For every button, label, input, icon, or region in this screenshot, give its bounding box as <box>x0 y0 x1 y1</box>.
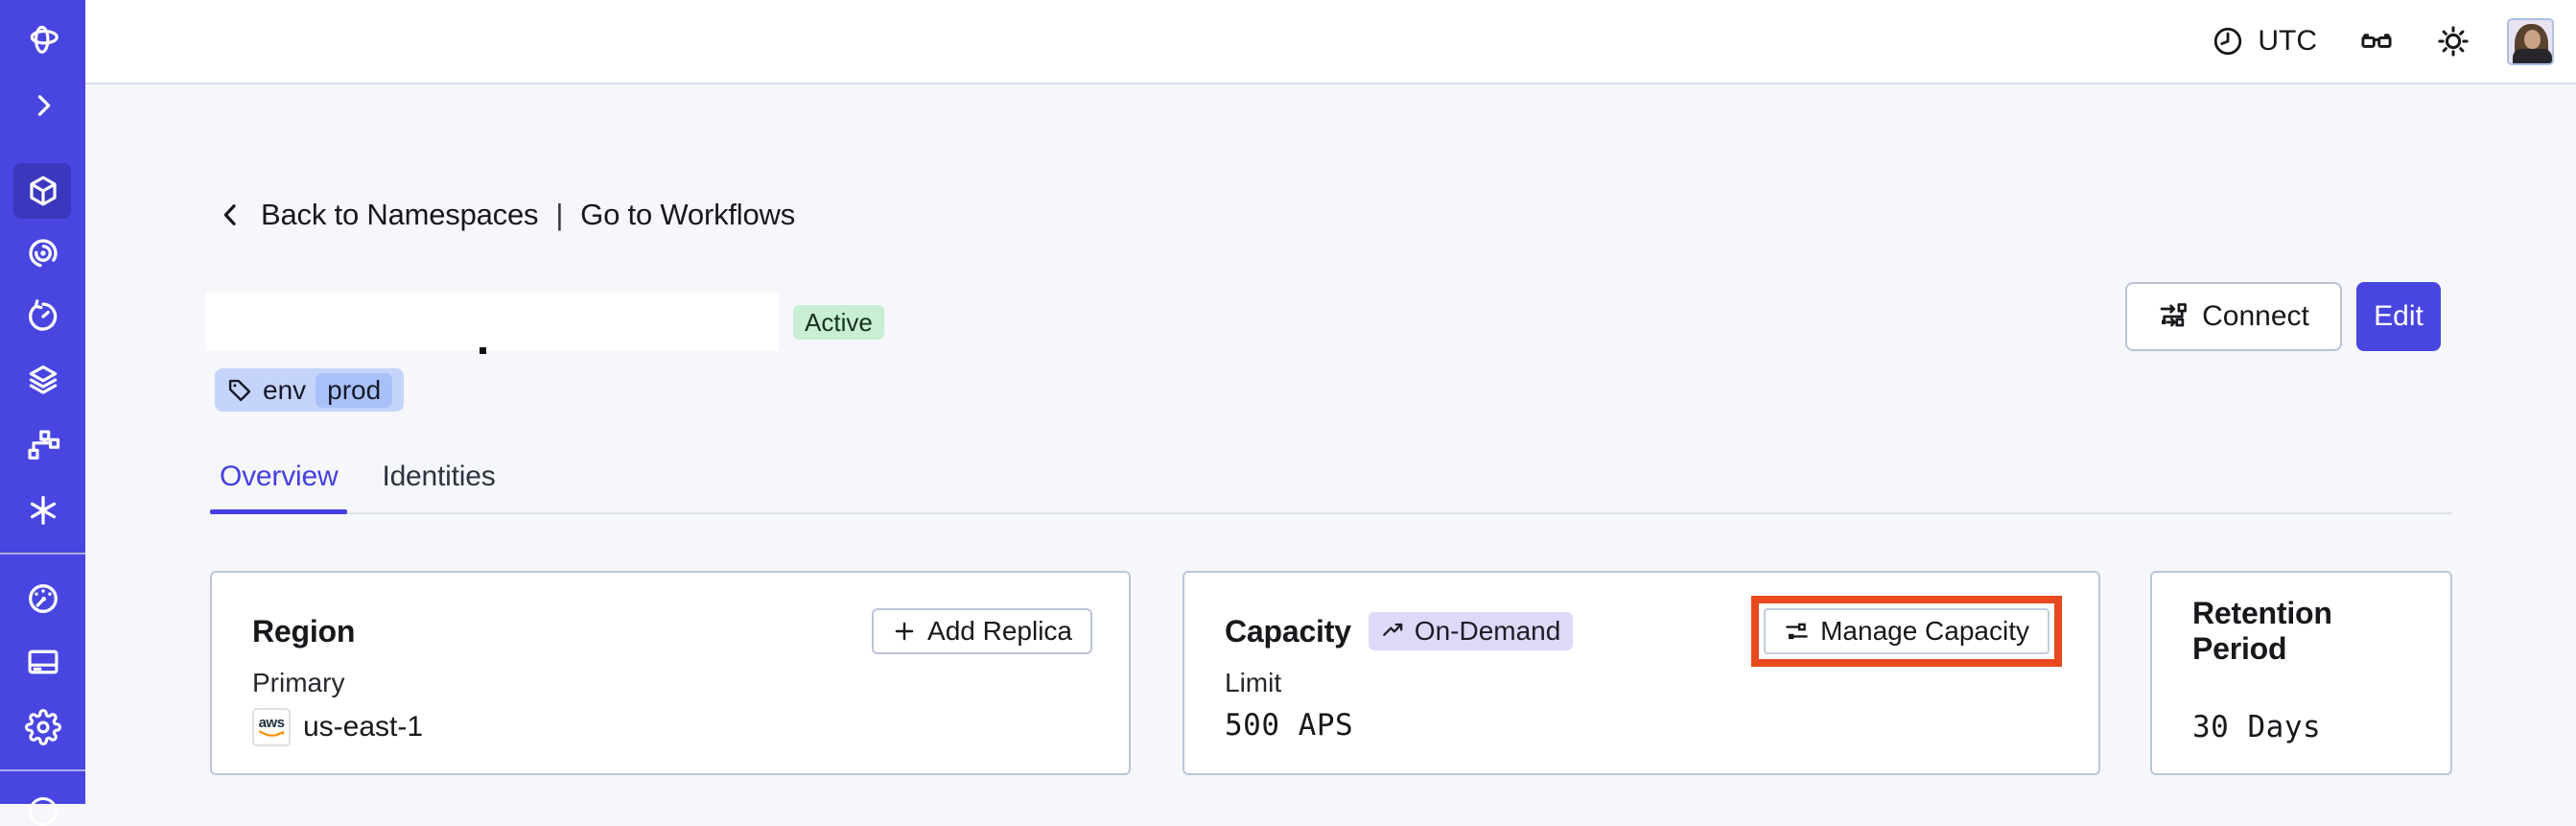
sidebar-item-account-icon[interactable] <box>29 797 58 826</box>
breadcrumb: Back to Namespaces | Go to Workflows <box>215 198 795 232</box>
tab-bar: Overview Identities <box>209 460 2452 514</box>
connect-button-label: Connect <box>2202 300 2309 332</box>
sidebar-divider <box>0 553 85 555</box>
sidebar-item-namespaces-icon[interactable] <box>0 164 85 218</box>
brightness-icon[interactable] <box>2436 24 2471 59</box>
edit-button[interactable]: Edit <box>2356 282 2441 351</box>
connect-flow-icon <box>2160 303 2187 327</box>
breadcrumb-separator: | <box>555 198 564 231</box>
temporal-logo-icon[interactable] <box>0 12 85 65</box>
breadcrumb-back-link[interactable]: Back to Namespaces <box>261 198 539 231</box>
capacity-value: 500 APS <box>1225 708 1354 743</box>
region-card: Region Add Replica Primary aws us-east-1 <box>210 571 1131 775</box>
timezone-selector[interactable]: UTC <box>2212 25 2317 58</box>
sliders-icon <box>1786 623 1808 639</box>
ondemand-badge: On-Demand <box>1368 612 1574 650</box>
edit-button-label: Edit <box>2374 300 2424 332</box>
sidebar-item-deployments-icon[interactable] <box>0 418 85 472</box>
plus-icon <box>895 622 914 641</box>
avatar-body <box>2513 48 2552 63</box>
retention-card: Retention Period 30 Days <box>2150 571 2452 775</box>
ondemand-badge-label: On-Demand <box>1414 616 1561 646</box>
namespace-tag-chip[interactable]: env prod <box>215 368 405 412</box>
sidebar-item-monitor-icon[interactable] <box>0 226 85 280</box>
add-replica-button[interactable]: Add Replica <box>872 608 1092 654</box>
region-primary-label: Primary <box>252 668 345 697</box>
glasses-icon[interactable] <box>2359 24 2394 59</box>
manage-capacity-highlight-box: Manage Capacity <box>1751 596 2062 667</box>
retention-value: 30 Days <box>2192 710 2322 744</box>
sidebar-item-settings-icon[interactable] <box>0 700 85 754</box>
tag-icon <box>228 379 251 401</box>
status-badge: Active <box>793 305 884 340</box>
capacity-card: Capacity On-Demand <box>1183 571 2100 775</box>
connect-button[interactable]: Connect <box>2125 282 2342 351</box>
sidebar <box>0 0 85 826</box>
tab-identities[interactable]: Identities <box>382 460 496 492</box>
retention-card-title: Retention Period <box>2192 596 2332 666</box>
sidebar-divider <box>0 769 85 771</box>
tab-overview[interactable]: Overview <box>209 460 348 514</box>
sidebar-item-layers-icon[interactable] <box>0 353 85 407</box>
redaction-artifact <box>480 347 486 354</box>
back-chevron-icon[interactable] <box>215 200 246 230</box>
timezone-label: UTC <box>2258 25 2317 57</box>
breadcrumb-workflows-link[interactable]: Go to Workflows <box>580 198 795 231</box>
sidebar-item-schedules-icon[interactable] <box>0 290 85 343</box>
aws-smile <box>259 730 284 737</box>
capacity-card-title: Capacity <box>1225 613 1351 649</box>
sidebar-item-asterisk-icon[interactable] <box>0 484 85 537</box>
top-header: UTC <box>85 0 2576 84</box>
namespace-title-redacted <box>206 293 779 350</box>
sidebar-expand-chevron-icon[interactable] <box>0 79 85 132</box>
manage-capacity-label: Manage Capacity <box>1820 616 2029 646</box>
tag-value: prod <box>316 372 393 408</box>
manage-capacity-button[interactable]: Manage Capacity <box>1764 608 2049 654</box>
region-value: us-east-1 <box>303 711 424 743</box>
capacity-limit-label: Limit <box>1225 668 1282 697</box>
sidebar-item-billing-icon[interactable] <box>0 635 85 689</box>
tag-key: env <box>263 374 307 405</box>
add-replica-label: Add Replica <box>927 616 1072 646</box>
clock-icon <box>2214 27 2242 56</box>
trending-up-icon <box>1382 623 1403 636</box>
user-avatar[interactable] <box>2507 17 2554 65</box>
sidebar-item-usage-icon[interactable] <box>0 572 85 625</box>
aws-provider-icon: aws <box>252 708 291 746</box>
avatar-face <box>2524 29 2541 49</box>
region-card-title: Region <box>252 613 356 649</box>
